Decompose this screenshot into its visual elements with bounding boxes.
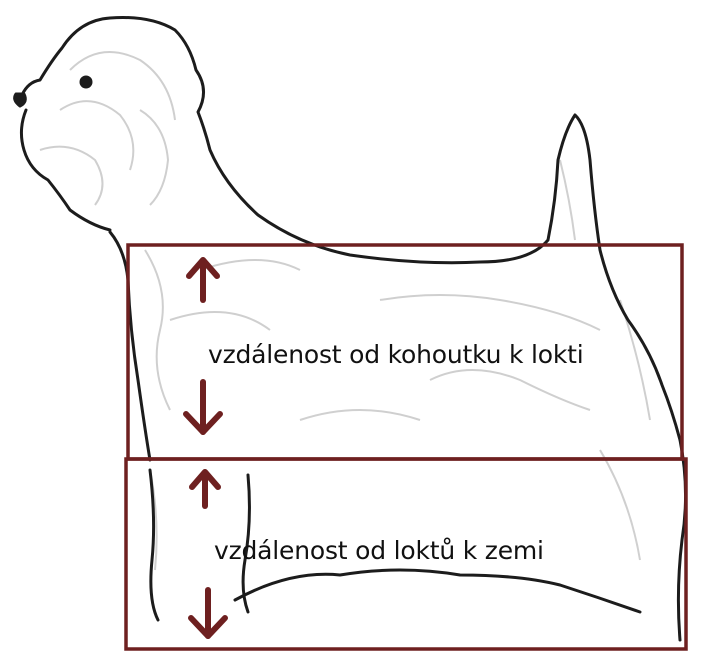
arrow-up-icon [192,472,218,506]
withers-to-elbow-label: vzdálenost od kohoutku k lokti [208,342,584,367]
dog-lower-outline [235,570,640,612]
dog-eye [81,77,91,87]
dog-chest-outline [110,232,150,460]
elbow-to-ground-label: vzdálenost od loktů k zemi [214,538,544,563]
measurement-arrows [186,260,225,636]
dog-shading [40,52,650,570]
dog-nose [15,94,26,106]
arrow-down-icon [186,382,220,432]
arrow-down-icon [191,590,225,636]
dog-chin-outline [21,110,110,230]
dog-head-outline [22,18,680,441]
